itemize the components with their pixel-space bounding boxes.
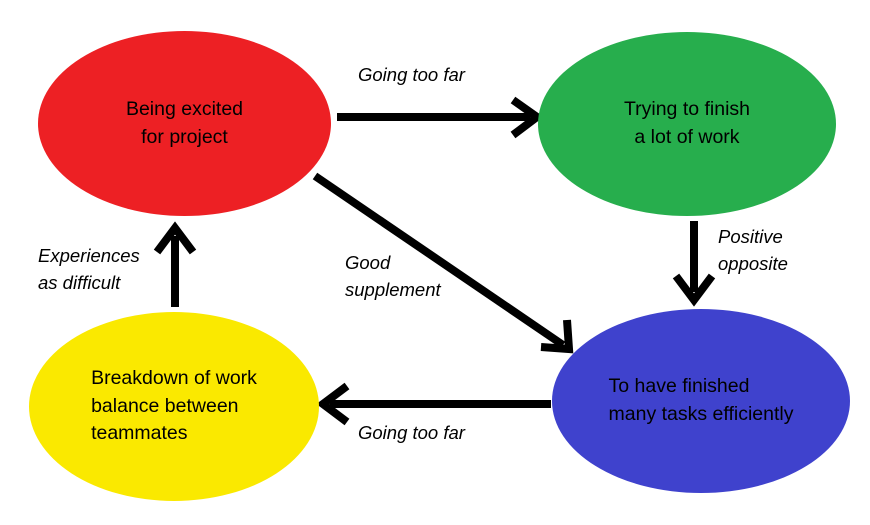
arrow-green-to-blue: [672, 221, 716, 307]
arrow-blue-to-yellow: [316, 382, 551, 426]
node-trying-to-finish-a-lot-of-work[interactable]: Trying to finish a lot of work: [538, 32, 836, 216]
node-being-excited-for-project[interactable]: Being excited for project: [38, 31, 331, 216]
arrow-yellow-to-red: [153, 221, 197, 307]
node-breakdown-of-work-balance[interactable]: Breakdown of work balance between teamma…: [29, 312, 319, 501]
node-to-have-finished-many-tasks-efficiently[interactable]: To have finished many tasks efficiently: [552, 309, 850, 493]
node-label-green: Trying to finish a lot of work: [623, 98, 751, 148]
edge-label-blue-to-yellow: Going too far: [358, 422, 465, 443]
node-label-red: Being excited for project: [125, 97, 244, 148]
edge-label-red-to-green: Going too far: [358, 64, 465, 85]
edge-label-red-to-blue: Good supplement: [345, 252, 441, 300]
edge-label-yellow-to-red: Experiences as difficult: [38, 245, 140, 293]
node-label-yellow: Breakdown of work balance between teamma…: [91, 366, 257, 445]
node-label-blue: To have finished many tasks efficiently: [608, 375, 794, 425]
edge-label-green-to-blue: Positive opposite: [718, 226, 788, 274]
arrow-red-to-green: [337, 96, 544, 139]
